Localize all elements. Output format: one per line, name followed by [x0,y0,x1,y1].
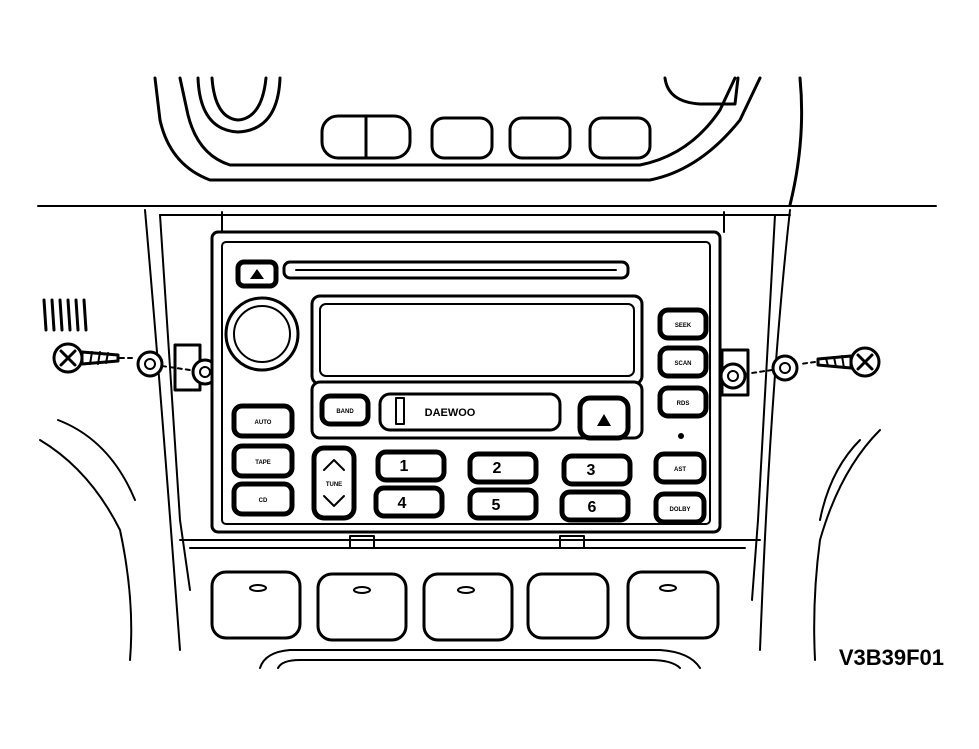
seek-button-label: SEEK [675,323,692,329]
auto-button[interactable] [231,403,295,439]
brand-label: DAEWOO [425,407,476,419]
washer [136,350,164,378]
center-console [39,209,881,661]
display-window [310,294,644,386]
console-switch [316,572,408,642]
cd-button-label: CD [259,498,268,504]
cassette-door [378,392,562,432]
console-switch [526,572,610,640]
dolby-button[interactable] [653,491,707,525]
preset-label: 6 [588,499,597,516]
washer [771,354,799,382]
preset-label: 4 [398,495,407,512]
console-switch [210,570,302,640]
band-button[interactable] [319,393,371,427]
preset-button-2[interactable] [467,451,539,485]
right-screw-assembly [719,346,881,397]
indicator-dot [678,433,684,439]
console-switch [422,572,514,642]
dash-switch [430,116,494,160]
preset-label: 5 [492,497,501,514]
preset-button-5[interactable] [467,487,539,521]
rds-button-label: RDS [677,401,690,407]
left-screw-assembly [42,298,219,392]
ast-button-label: AST [674,467,686,473]
preset-label: 2 [493,460,502,477]
dash-switch [508,116,572,160]
tape-button[interactable] [231,443,295,479]
cd-button[interactable] [231,481,295,517]
seek-button[interactable] [657,307,709,341]
climate-knob [196,76,282,134]
preset-button-3[interactable] [561,453,633,487]
tape-button-label: TAPE [255,460,271,466]
dash-switch [588,116,652,160]
eject-icon [597,414,611,426]
mount-bracket-hole [719,362,747,390]
console-switch [626,570,720,640]
vent-outlet [663,76,740,106]
upper-dashboard [37,76,937,207]
dolby-button-label: DOLBY [670,507,691,513]
preset-label: 1 [400,458,409,475]
scan-button[interactable] [657,345,709,379]
band-button-label: BAND [336,409,354,415]
tune-rocker[interactable] [311,445,357,521]
ast-button[interactable] [653,451,707,485]
lower-console [179,535,761,669]
preset-button-6[interactable] [559,489,631,523]
eject-icon [250,269,264,279]
tune-rocker-label: TUNE [326,482,342,488]
figure-code: V3B39F01 [839,645,944,670]
radio-head-unit: DAEWOO BAND AUTO TAPE CD TUNE 1 2 3 4 5 … [210,230,722,534]
preset-label: 3 [587,462,596,479]
rds-button[interactable] [657,385,709,419]
preset-button-1[interactable] [375,449,447,483]
auto-button-label: AUTO [255,420,272,426]
volume-knob[interactable] [224,296,300,372]
scan-button-label: SCAN [674,361,691,367]
preset-button-4[interactable] [373,485,445,519]
